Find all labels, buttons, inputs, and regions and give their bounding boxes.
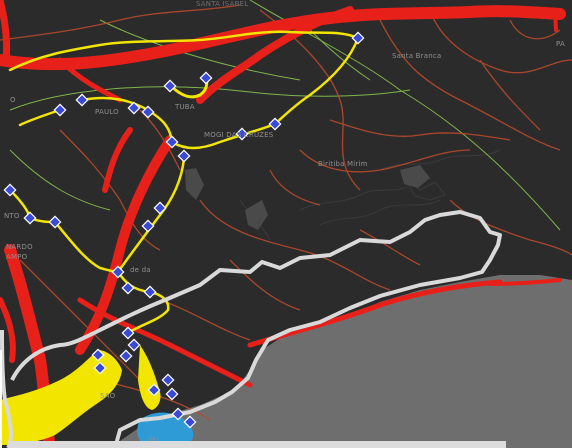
reservoirs bbox=[185, 165, 430, 230]
place-label: Santa Isabel bbox=[196, 0, 249, 8]
place-label: SAO bbox=[100, 392, 116, 400]
station-marker[interactable] bbox=[23, 211, 37, 225]
bottom-panel-edge bbox=[8, 441, 506, 448]
station-marker[interactable] bbox=[143, 285, 157, 299]
station-marker[interactable] bbox=[75, 93, 89, 107]
station-marker[interactable] bbox=[53, 103, 67, 117]
station-marker[interactable] bbox=[121, 281, 135, 295]
station-marker[interactable] bbox=[48, 215, 62, 229]
place-label: MOGI DAS CRUZES bbox=[204, 131, 274, 139]
place-label: Biritiba Mirim bbox=[318, 160, 368, 168]
station-marker[interactable] bbox=[171, 407, 185, 421]
place-label: NTO bbox=[4, 212, 20, 220]
water-body bbox=[137, 412, 194, 448]
station-marker[interactable] bbox=[111, 265, 125, 279]
place-label: de da bbox=[130, 266, 151, 274]
station-marker[interactable] bbox=[141, 105, 155, 119]
station-marker[interactable] bbox=[141, 219, 155, 233]
place-label: NARDO bbox=[6, 243, 33, 251]
station-marker[interactable] bbox=[268, 117, 282, 131]
station-marker[interactable] bbox=[147, 383, 161, 397]
station-marker[interactable] bbox=[351, 31, 365, 45]
station-marker[interactable] bbox=[93, 361, 107, 375]
place-label: GU bbox=[148, 436, 159, 444]
place-label: TUBA bbox=[175, 103, 195, 111]
place-label: Pa bbox=[556, 40, 565, 48]
place-label: AMPO bbox=[6, 253, 28, 261]
station-marker[interactable] bbox=[235, 127, 249, 141]
panel-edge bbox=[0, 350, 2, 448]
place-label: Santa Branca bbox=[392, 52, 442, 60]
station-marker[interactable] bbox=[3, 183, 17, 197]
place-label: O bbox=[10, 96, 16, 104]
station-markers[interactable] bbox=[3, 31, 365, 429]
station-marker[interactable] bbox=[153, 201, 167, 215]
station-marker[interactable] bbox=[91, 348, 105, 362]
sea-area bbox=[110, 275, 572, 448]
station-marker[interactable] bbox=[199, 71, 213, 85]
station-marker[interactable] bbox=[121, 326, 135, 340]
station-marker[interactable] bbox=[161, 373, 175, 387]
station-marker[interactable] bbox=[177, 149, 191, 163]
station-marker[interactable] bbox=[127, 101, 141, 115]
station-marker[interactable] bbox=[165, 387, 179, 401]
station-marker[interactable] bbox=[165, 135, 179, 149]
station-marker[interactable] bbox=[127, 338, 141, 352]
station-marker[interactable] bbox=[119, 349, 133, 363]
station-marker[interactable] bbox=[163, 79, 177, 93]
region-outline bbox=[0, 210, 502, 448]
place-label: PAULO bbox=[95, 108, 119, 116]
station-marker[interactable] bbox=[183, 415, 197, 429]
